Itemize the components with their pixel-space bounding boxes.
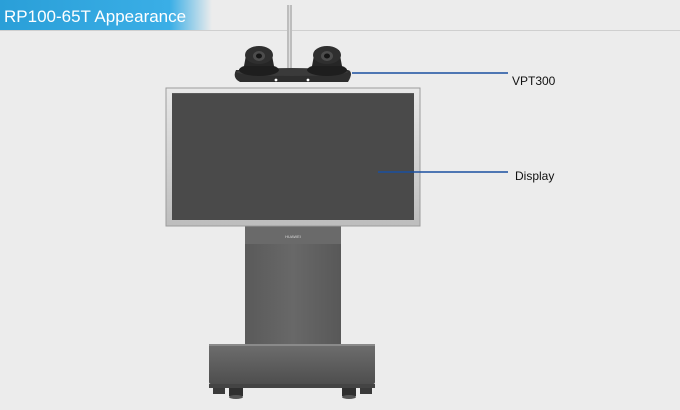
display-screen <box>172 93 414 220</box>
title-underline <box>0 30 680 31</box>
display-label: Display <box>515 169 555 183</box>
vpt300-camera <box>234 46 351 82</box>
vpt300-label: VPT300 <box>512 74 556 88</box>
stand-base <box>209 344 375 399</box>
display-unit <box>165 87 421 227</box>
page-title: RP100-65T Appearance <box>4 7 187 26</box>
title-bar: RP100-65T Appearance <box>0 0 212 30</box>
stand-column: HUAWEI <box>245 226 341 363</box>
caster-wheel <box>213 388 225 394</box>
caster-wheel <box>229 388 243 396</box>
brand-logo: HUAWEI <box>285 234 301 239</box>
microphone-pole <box>287 5 292 81</box>
caster-wheel <box>360 388 372 394</box>
caster-wheel <box>342 388 356 396</box>
